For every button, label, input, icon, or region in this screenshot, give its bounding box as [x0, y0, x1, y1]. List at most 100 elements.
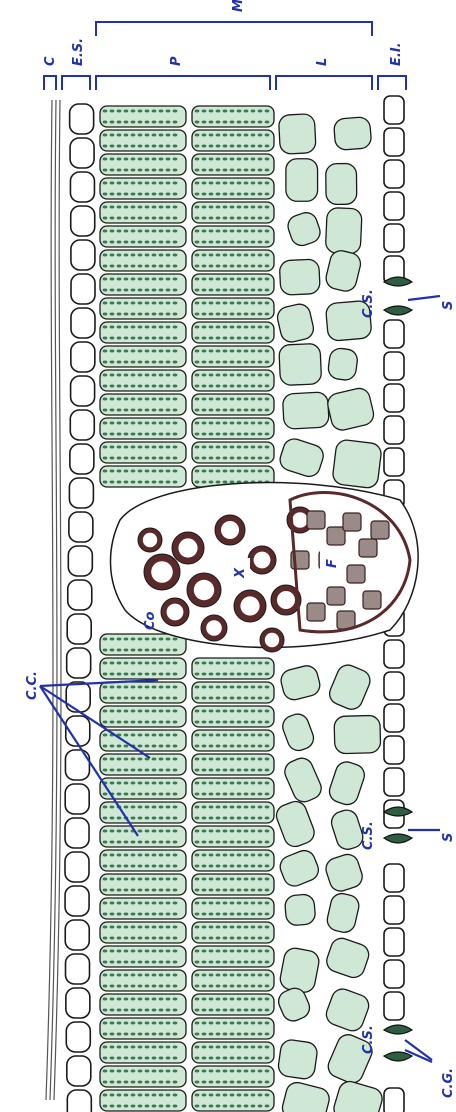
epidermis-cell — [67, 648, 91, 678]
phloem-cell — [307, 603, 325, 621]
epidermis-cell — [384, 448, 404, 476]
epidermis-cell — [71, 308, 95, 338]
palisade-cell — [100, 754, 186, 775]
palisade-cell — [192, 178, 274, 199]
epidermis-cell — [67, 1090, 91, 1112]
xylem-vessel — [234, 590, 266, 622]
epidermis-cell — [65, 920, 89, 950]
epidermis-cell — [384, 640, 404, 668]
epidermis-cell — [384, 704, 404, 732]
palisade-cell — [192, 1018, 274, 1039]
palisade-cell — [192, 274, 274, 295]
palisade-cell — [192, 418, 274, 439]
bracket-mesophyll — [96, 22, 372, 36]
palisade-cell — [100, 1018, 186, 1039]
spongy-cell — [325, 891, 361, 934]
bracket-lower-epidermis — [378, 76, 406, 90]
epidermis-cell — [384, 672, 404, 700]
phloem-cell — [307, 511, 325, 529]
palisade-cell — [100, 970, 186, 991]
bracket-cuticle — [44, 76, 56, 90]
phloem-cell — [359, 539, 377, 557]
epidermis-cell — [71, 206, 95, 236]
label-guard-cells: C.G. — [441, 1068, 456, 1098]
epidermis-cell — [384, 736, 404, 764]
label-lower-epidermis: E.I. — [389, 42, 404, 66]
bracket-palisade — [96, 76, 270, 90]
label-spongy: L — [315, 58, 330, 66]
palisade-cell — [100, 442, 186, 463]
palisade-cell — [192, 370, 274, 391]
epidermis-cell — [384, 192, 404, 220]
xylem-vessel — [144, 554, 180, 590]
phloem-cell — [327, 527, 345, 545]
bracket-upper-epidermis — [62, 76, 90, 90]
spongy-cell — [326, 163, 357, 204]
xylem-vessel — [161, 598, 189, 626]
palisade-cell — [100, 1066, 186, 1087]
palisade-cell — [100, 946, 186, 967]
label-xylem: X — [233, 567, 248, 579]
spongy-cell — [275, 302, 315, 344]
epidermis-cell — [384, 960, 404, 988]
spongy-cell — [279, 663, 322, 702]
spongy-cell — [334, 715, 381, 754]
spongy-cell — [332, 439, 383, 489]
epidermis-cell — [65, 818, 89, 848]
palisade-cell — [192, 442, 274, 463]
spongy-cell — [279, 343, 322, 385]
epidermis-cell — [384, 320, 404, 348]
palisade-cell — [100, 706, 186, 727]
spongy-cell — [286, 159, 318, 202]
spongy-cell — [326, 662, 373, 713]
label-palisade: P — [169, 56, 184, 66]
label-stomata-1: S — [441, 301, 456, 310]
palisade-cell — [100, 682, 186, 703]
palisade-cell — [192, 1042, 274, 1063]
spongy-cell — [326, 386, 376, 432]
epidermis-cell — [70, 444, 94, 474]
label-mesophyll: M — [231, 0, 246, 12]
xylem-vessel — [215, 515, 245, 545]
epidermis-cell — [71, 274, 95, 304]
palisade-cell — [100, 298, 186, 319]
epidermis-cell — [65, 886, 89, 916]
epidermis-cell — [70, 410, 94, 440]
label-cuticle: C — [43, 56, 58, 66]
phloem-cell — [327, 587, 345, 605]
palisade-cell — [100, 130, 186, 151]
epidermis-cell — [70, 104, 94, 134]
palisade-cell — [100, 106, 186, 127]
palisade-cell — [192, 970, 274, 991]
palisade-cell — [100, 898, 186, 919]
xylem-vessel — [138, 528, 162, 552]
palisade-cell — [192, 850, 274, 871]
palisade-cell — [192, 778, 274, 799]
spongy-cell — [277, 436, 326, 479]
phloem-cell — [363, 591, 381, 609]
label-upper-epidermis: E.S. — [71, 38, 86, 66]
epidermis-cell — [384, 384, 404, 412]
palisade-cell — [192, 154, 274, 175]
epidermis-cell — [384, 224, 404, 252]
palisade-cell — [192, 922, 274, 943]
palisade-cell — [100, 634, 186, 655]
xylem-vessel — [201, 615, 227, 641]
epidermis-cell — [384, 96, 404, 124]
label-stomata-2: S — [441, 833, 456, 842]
palisade-cell — [192, 106, 274, 127]
epidermis-cell — [67, 1056, 91, 1086]
epidermis-cell — [66, 1022, 90, 1052]
xylem-vessel — [260, 628, 284, 652]
epidermis-cell — [384, 416, 404, 444]
label-substomatal-2: C.S. — [361, 821, 376, 850]
palisade-cell — [192, 802, 274, 823]
layer-brackets — [44, 22, 406, 90]
epidermis-cell — [384, 352, 404, 380]
palisade-cell — [192, 874, 274, 895]
palisade-cell — [100, 1090, 186, 1111]
xylem-vessel — [172, 532, 204, 564]
palisade-cell — [100, 394, 186, 415]
spongy-cell — [278, 114, 316, 155]
